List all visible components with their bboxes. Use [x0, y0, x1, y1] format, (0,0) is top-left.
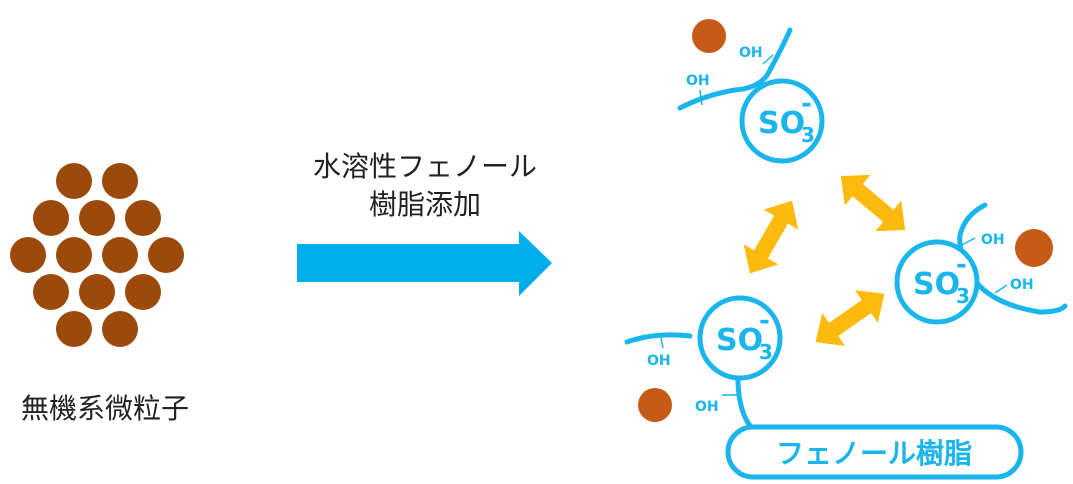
so-subscript: 3 — [759, 340, 773, 364]
double-headed-arrow-icon — [840, 174, 906, 232]
so-text: SO — [716, 323, 763, 358]
inorganic-particles-label: 無機系微粒子 — [21, 392, 189, 425]
so-text: SO — [758, 106, 805, 141]
so-subscript: 3 — [956, 284, 970, 308]
small-particle — [1015, 229, 1053, 267]
sulfonate-circle-bottom — [697, 295, 783, 381]
phenol-resin-label: フェノール樹脂 — [776, 437, 972, 470]
particle — [102, 237, 138, 273]
process-label-line1: 水溶性フェノール — [313, 150, 537, 183]
so-charge: - — [801, 89, 812, 119]
particle — [10, 237, 46, 273]
particle — [33, 200, 69, 236]
particle — [125, 200, 161, 236]
sulfonate-label-top: SO 3 - — [758, 89, 815, 147]
particle — [56, 311, 92, 347]
oh-label: OH — [981, 232, 1005, 248]
sulfonate-circle-top — [739, 78, 825, 164]
process-label-line2: 樹脂添加 — [369, 188, 481, 221]
interaction-arrows — [743, 174, 906, 346]
particle — [102, 311, 138, 347]
particle — [33, 274, 69, 310]
inorganic-particle-cluster — [10, 163, 184, 347]
particle — [125, 274, 161, 310]
particle — [56, 237, 92, 273]
particle — [148, 237, 184, 273]
resin-segment-top — [677, 27, 793, 111]
particle — [79, 200, 115, 236]
oh-label: OH — [739, 45, 763, 61]
so-charge: - — [956, 250, 967, 280]
right-arrow-icon — [297, 231, 552, 296]
small-particle — [638, 388, 672, 422]
sulfonate-circle-right — [894, 239, 980, 325]
oh-label: OH — [1010, 277, 1034, 293]
double-headed-arrow-icon — [743, 200, 799, 274]
oh-label: OH — [647, 353, 671, 369]
so-subscript: 3 — [801, 123, 815, 147]
small-particle — [692, 19, 726, 53]
double-headed-arrow-icon — [815, 290, 885, 346]
particle — [56, 163, 92, 199]
particle — [79, 274, 115, 310]
so-charge: - — [759, 306, 770, 336]
oh-label: OH — [695, 399, 719, 415]
phenol-resin-pill — [725, 424, 1024, 480]
sulfonate-label-bottom: SO 3 - — [716, 306, 773, 364]
particle — [102, 163, 138, 199]
oh-label: OH — [686, 73, 710, 89]
sulfonate-label-right: SO 3 - — [913, 250, 970, 308]
so-text: SO — [913, 267, 960, 302]
